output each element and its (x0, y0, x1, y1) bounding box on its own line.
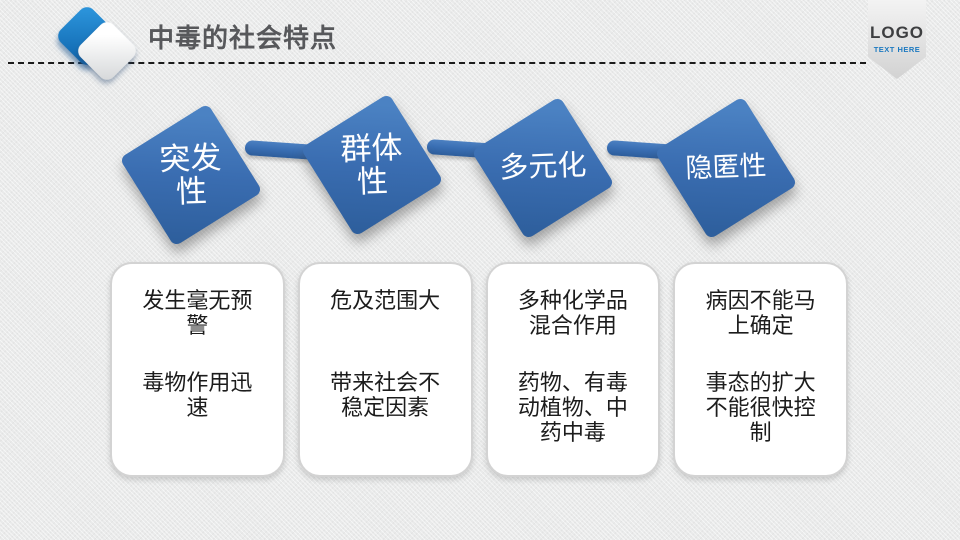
card-sudden: 发生毫无预警 毒物作用迅速 (110, 262, 285, 477)
card-paragraph: 危及范围大 (330, 288, 441, 313)
card-paragraph: 带来社会不稳定因素 (330, 370, 441, 420)
diamond-label: 隐匿性 (684, 151, 767, 184)
header-diamonds-icon (54, 0, 155, 95)
logo-text: LOGO (869, 23, 925, 42)
card-paragraph: 病因不能马上确定 (705, 288, 816, 338)
logo-pennant: LOGO TEXT HERE (868, 0, 926, 79)
card-paragraph: 多种化学品混合作用 (517, 288, 628, 338)
card-group: 危及范围大 带来社会不稳定因素 (297, 262, 473, 477)
cards-row: 发生毫无预警 毒物作用迅速 危及范围大 带来社会不稳定因素 多种化学品混合作用 … (110, 262, 848, 477)
diamond-sudden: 突发性 (119, 103, 263, 247)
diamond-hidden: 隐匿性 (654, 96, 798, 240)
diamond-group: 群体性 (300, 93, 444, 237)
page-title: 中毒的社会特点 (148, 23, 338, 53)
card-diversified: 多种化学品混合作用 药物、有毒动植物、中药中毒 (485, 262, 661, 477)
card-paragraph: 毒物作用迅速 (142, 370, 253, 420)
card-paragraph: 发生毫无预警 (142, 288, 253, 338)
diamond-diversified: 多元化 (471, 96, 615, 240)
diamond-label: 突发性 (158, 139, 222, 210)
card-paragraph: 事态的扩大不能很快控制 (705, 370, 816, 445)
diamond-label: 多元化 (498, 149, 588, 185)
card-hidden: 病因不能马上确定 事态的扩大不能很快控制 (673, 262, 848, 477)
card-paragraph: 药物、有毒动植物、中药中毒 (517, 370, 628, 445)
header-dashed-divider (8, 62, 866, 64)
logo-subtext: TEXT HERE (873, 45, 921, 54)
diamond-label: 群体性 (339, 129, 403, 200)
